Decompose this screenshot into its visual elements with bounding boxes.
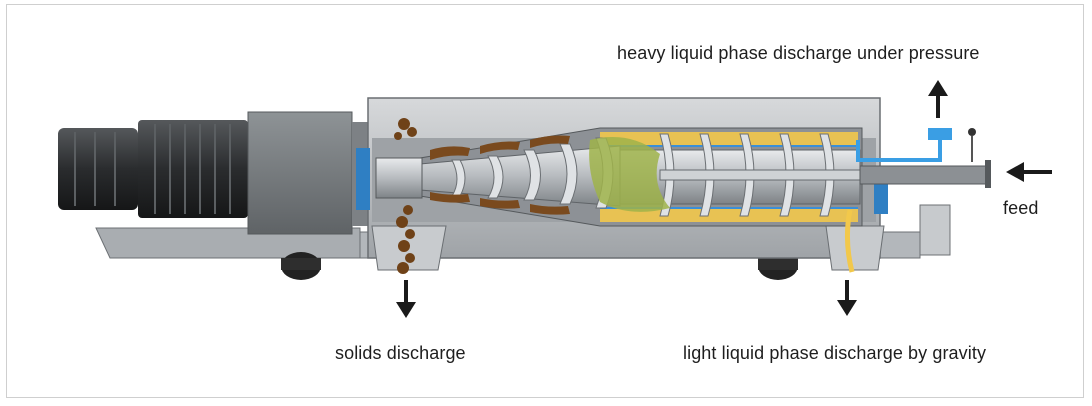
label-solids-discharge: solids discharge [335, 343, 466, 363]
feed-pipe-cap [985, 160, 991, 188]
bearing-left [356, 148, 370, 210]
heavy-liquid-channel [856, 138, 942, 162]
heavy-liquid-outlet [928, 128, 952, 140]
arrow-down-light [837, 280, 857, 316]
feed-zone-slurry [589, 137, 670, 212]
motor [58, 120, 248, 218]
feed-pipe-housing [859, 165, 991, 185]
arrow-left-feed [1006, 162, 1052, 182]
label-light-liquid-discharge: light liquid phase discharge by gravity [683, 343, 987, 363]
light-liquid-outlet [825, 225, 885, 271]
light-liquid-stream [844, 209, 855, 273]
bearing-right [874, 178, 888, 214]
arrow-up-heavy [928, 80, 948, 118]
label-feed: feed [1003, 198, 1039, 218]
label-heavy-liquid-discharge: heavy liquid phase discharge under press… [617, 43, 980, 63]
arrow-down-solids [396, 280, 416, 318]
machine-feet [281, 252, 798, 280]
left-hub [375, 157, 423, 199]
solids-falling [394, 118, 417, 274]
gearbox-housing [247, 111, 353, 235]
valve-knob [968, 128, 976, 136]
solids-deposits [430, 135, 570, 215]
